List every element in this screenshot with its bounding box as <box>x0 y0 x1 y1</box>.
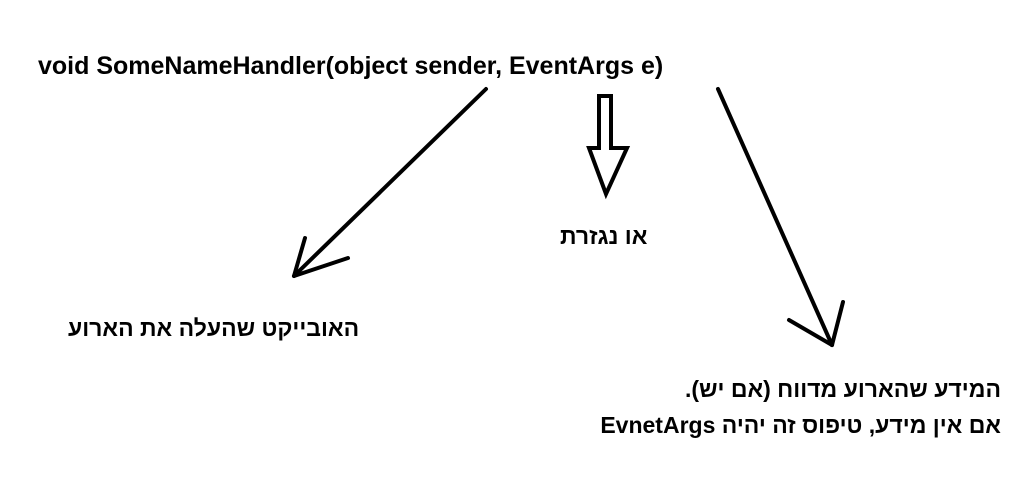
arrow-to-sender-icon <box>292 87 488 278</box>
hollow-down-arrow-icon <box>586 94 631 200</box>
method-signature: void SomeNameHandler(object sender, Even… <box>38 52 664 80</box>
derived-annotation: או נגזרת <box>560 223 648 249</box>
eventargs-annotation-line-1: המידע שהארוע מדווח (אם יש). <box>684 376 1001 402</box>
arrow-to-eventargs-icon <box>716 87 845 347</box>
sender-annotation: האובייקט שהעלה את הארוע <box>68 315 360 341</box>
eventargs-annotation: המידע שהארוע מדווח (אם יש). אם אין מידע,… <box>600 371 1001 443</box>
eventargs-annotation-line-2: אם אין מידע, טיפוס זה יהיה EvnetArgs <box>600 412 1001 438</box>
